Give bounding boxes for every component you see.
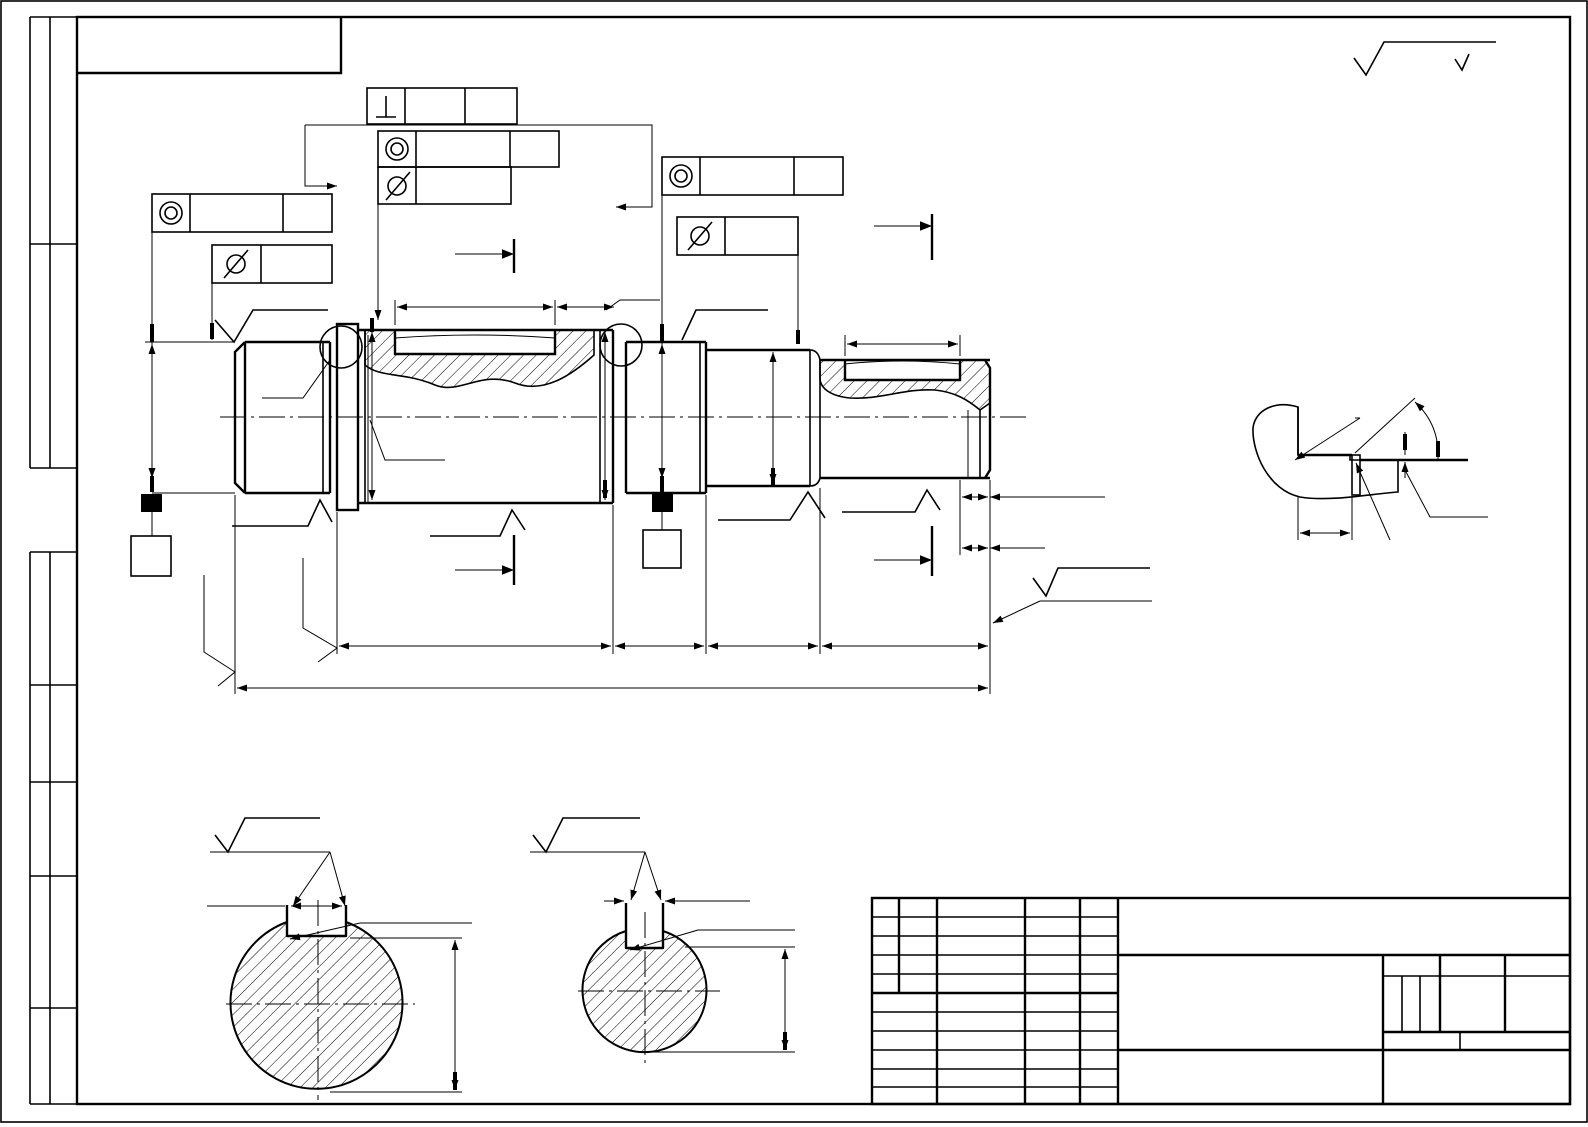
tolerance-frames: [151, 87, 844, 490]
roughness-symbol-general: [1353, 41, 1496, 77]
title-block: [870, 896, 1572, 1106]
dimension-lines: [203, 300, 1105, 694]
section-view-right: [530, 817, 795, 1068]
datum-markers: [130, 324, 682, 577]
detail-view-groove: [1252, 397, 1488, 541]
section-view-left: [207, 817, 472, 1100]
roughness-leaders: [214, 299, 1152, 624]
shaft-main-view: [233, 322, 992, 512]
section-cut-markers: [455, 214, 934, 585]
